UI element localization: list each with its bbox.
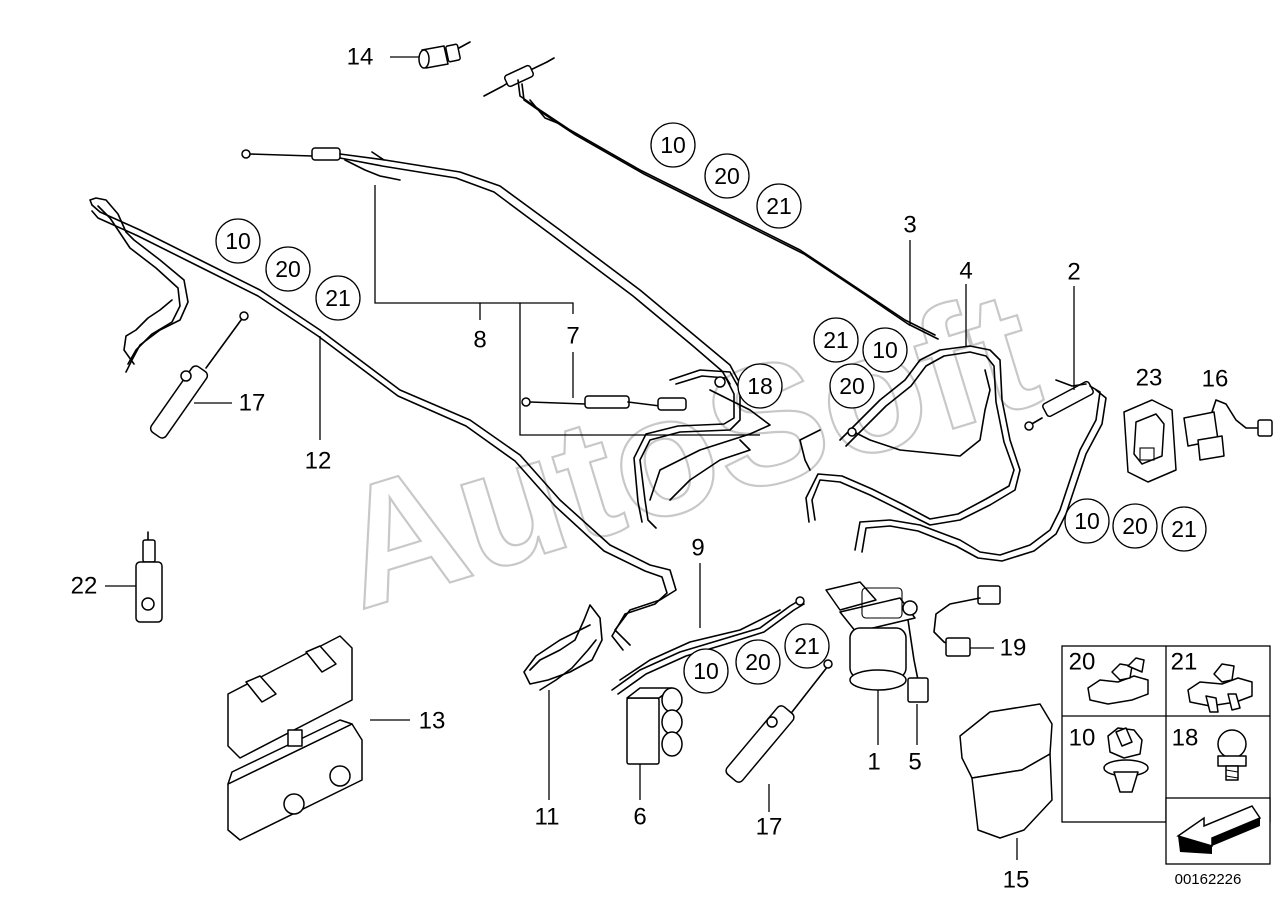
legend-label-21: 21 <box>1171 649 1198 676</box>
legend-label-10: 10 <box>1069 725 1096 752</box>
callout-23: 23 <box>1136 365 1163 392</box>
circled-21-mid: 21 <box>823 327 849 353</box>
part-13-control-unit <box>227 635 410 841</box>
callout-1: 1 <box>867 749 880 776</box>
hose-line-3 <box>483 57 939 340</box>
callout-11: 11 <box>535 804 560 831</box>
circled-10-lower: 10 <box>693 658 719 684</box>
legend-grid: 20 21 10 18 <box>1061 645 1271 865</box>
circled-20-left: 20 <box>275 256 301 282</box>
callout-19: 19 <box>1000 635 1027 662</box>
stud-18-icon <box>1217 729 1247 781</box>
callout-3: 3 <box>903 212 916 239</box>
reference-number: 00162226 <box>1175 871 1242 888</box>
callout-9: 9 <box>691 535 704 562</box>
legend-label-20: 20 <box>1069 649 1096 676</box>
hose-line-2 <box>854 379 1107 562</box>
hose-line-8 <box>241 147 739 385</box>
circled-20-top: 20 <box>714 163 740 189</box>
watermark: AutoSoft <box>314 253 1058 647</box>
callout-14: 14 <box>347 44 374 71</box>
part-6-valve-block <box>626 687 683 800</box>
part-17-strut-lower <box>725 659 833 812</box>
callout-17-left: 17 <box>239 390 266 417</box>
part-18-marker <box>714 376 726 388</box>
circled-10-left: 10 <box>225 228 251 254</box>
part-22-sensor <box>105 531 163 623</box>
part-1-pump <box>825 581 918 745</box>
circled-10-mid: 10 <box>872 337 898 363</box>
callout-17-lower: 17 <box>756 814 783 841</box>
hose-line-12 <box>89 197 677 651</box>
hose-line-4 <box>799 345 1021 526</box>
callout-5: 5 <box>908 749 921 776</box>
circled-20-right: 20 <box>1122 513 1148 539</box>
circled-20-mid: 20 <box>839 373 865 399</box>
circled-20-lower: 20 <box>745 649 771 675</box>
callout-13: 13 <box>419 708 446 735</box>
part-19-cable <box>933 585 1001 657</box>
callout-2: 2 <box>1067 259 1080 286</box>
part-11-hose <box>523 604 603 800</box>
callout-15: 15 <box>1003 867 1030 894</box>
clip-10-icon <box>1103 727 1149 793</box>
legend-label-18: 18 <box>1172 725 1199 752</box>
part-5-connector <box>907 619 929 745</box>
circled-21-left: 21 <box>325 285 351 311</box>
circled-10-top: 10 <box>660 132 686 158</box>
circled-21-lower: 21 <box>794 633 820 659</box>
part-7-hose <box>521 395 687 411</box>
part-14-connector <box>390 41 471 69</box>
callout-8: 8 <box>473 327 486 354</box>
part-15-cover <box>959 703 1053 860</box>
arrow-icon <box>1176 805 1262 854</box>
bracket-8-7 <box>374 185 760 436</box>
callout-12: 12 <box>305 448 332 475</box>
hose-line-9 <box>611 563 805 695</box>
part-23-bracket <box>1123 399 1177 483</box>
callout-labels: 14 3 4 2 8 7 12 17 23 16 22 9 19 13 11 6… <box>71 44 1229 894</box>
clip-21-icon <box>1187 663 1253 713</box>
clip-20-icon <box>1087 657 1149 705</box>
callout-22: 22 <box>71 573 98 600</box>
callout-6: 6 <box>633 804 646 831</box>
callout-7: 7 <box>566 323 579 350</box>
circled-callouts: 10 20 21 10 20 21 18 21 10 20 10 20 21 1… <box>215 122 1207 694</box>
circled-10-right: 10 <box>1074 508 1100 534</box>
callout-16: 16 <box>1202 366 1229 393</box>
part-16-switch <box>1183 399 1273 461</box>
circled-18: 18 <box>747 373 773 399</box>
circled-21-right: 21 <box>1171 516 1197 542</box>
watermark-text: AutoSoft <box>315 254 1057 645</box>
circled-21-top: 21 <box>766 193 792 219</box>
callout-4: 4 <box>959 258 972 285</box>
part-17-strut-left <box>149 311 249 439</box>
